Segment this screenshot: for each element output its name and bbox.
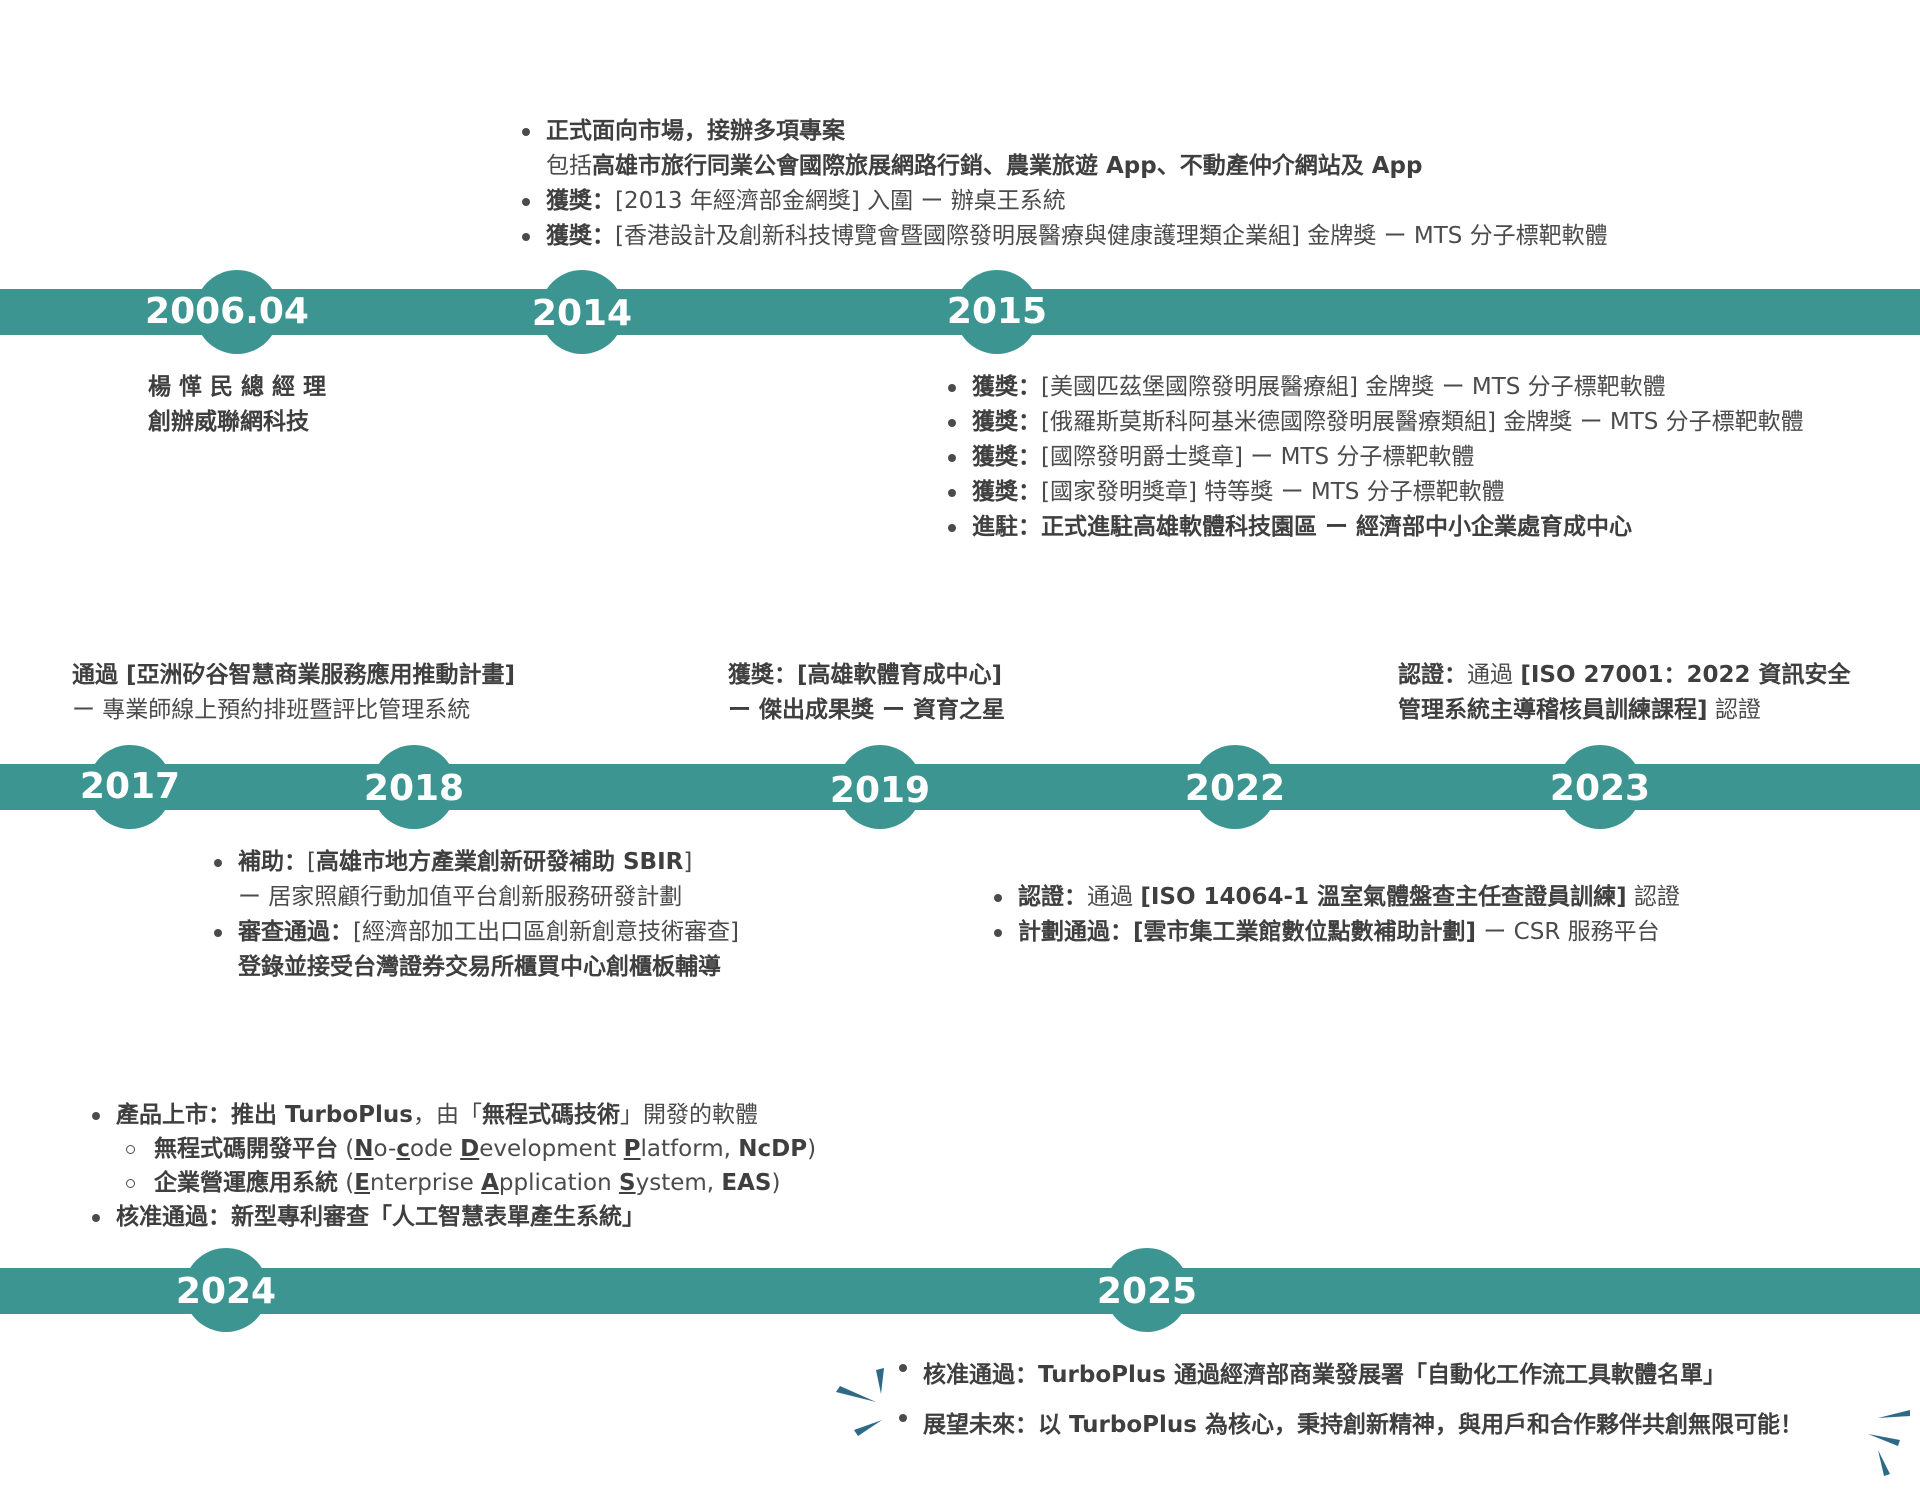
year-label: 2025 xyxy=(1096,1271,1198,1312)
event-2015: 獲獎：[美國匹茲堡國際發明展醫療組] 金牌獎 ー MTS 分子標靶軟體 獲獎：[… xyxy=(942,370,1804,545)
event-item: 正式面向市場，接辦多項專案 包括高雄市旅行同業公會國際旅展網路行銷、農業旅遊 A… xyxy=(516,114,1608,184)
year-label: 2006.04 xyxy=(145,291,309,332)
timeline-node-2019 xyxy=(838,745,922,829)
sparkle-right-icon xyxy=(1868,1410,1910,1476)
event-item: 補助：[高雄市地方產業創新研發補助 SBIR] ー 居家照顧行動加值平台創新服務… xyxy=(208,845,739,915)
event-item: 計劃通過：[雲市集工業館數位點數補助計劃] ー CSR 服務平台 xyxy=(988,915,1680,950)
year-label: 2018 xyxy=(363,768,465,809)
event-item: 核准通過：TurboPlus 通過經濟部商業發展署「自動化工作流工具軟體名單」 xyxy=(893,1350,1803,1400)
event-item: 獲獎：[美國匹茲堡國際發明展醫療組] 金牌獎 ー MTS 分子標靶軟體 xyxy=(942,370,1804,405)
year-label: 2024 xyxy=(175,1271,277,1312)
timeline-node-2025 xyxy=(1105,1248,1189,1332)
event-item: 產品上市：推出 TurboPlus，由「無程式碼技術」開發的軟體 xyxy=(86,1098,816,1132)
event-item: 獲獎：[國家發明獎章] 特等獎 ー MTS 分子標靶軟體 xyxy=(942,475,1804,510)
event-item: 進駐：正式進駐高雄軟體科技園區 ー 經濟部中小企業處育成中心 xyxy=(942,510,1804,545)
event-item: 核准通過：新型專利審查「人工智慧表單產生系統」 xyxy=(86,1200,816,1234)
year-label: 2014 xyxy=(531,293,633,334)
event-item: 獲獎：[俄羅斯莫斯科阿基米德國際發明展醫療類組] 金牌獎 ー MTS 分子標靶軟… xyxy=(942,405,1804,440)
year-label: 2015 xyxy=(946,291,1048,332)
event-2019: 獲獎：[高雄軟體育成中心] ー 傑出成果獎 ー 資育之星 xyxy=(728,662,1006,723)
event-2022: 認證：通過 [ISO 14064-1 溫室氣體盤查主任查證員訓練] 認證 計劃通… xyxy=(988,880,1680,950)
event-2023: 認證：通過 [ISO 27001：2022 資訊安全 管理系統主導稽核員訓練課程… xyxy=(1398,662,1851,723)
timeline-node-2006 xyxy=(195,270,279,354)
timeline-node-2023 xyxy=(1558,745,1642,829)
timeline-node-2017 xyxy=(88,745,172,829)
sparkle-left-icon xyxy=(836,1368,884,1436)
timeline-node-2024 xyxy=(184,1248,268,1332)
event-item: 展望未來：以 TurboPlus 為核心，秉持創新精神，與用戶和合作夥伴共創無限… xyxy=(893,1400,1803,1450)
timeline-node-2014 xyxy=(540,270,624,354)
year-label: 2019 xyxy=(829,770,931,811)
event-2024: 產品上市：推出 TurboPlus，由「無程式碼技術」開發的軟體 無程式碼開發平… xyxy=(86,1098,816,1234)
event-2017: 通過 [亞洲矽谷智慧商業服務應用推動計畫] ー 專業師線上預約排班暨評比管理系統 xyxy=(72,662,516,723)
event-item: 獲獎：[國際發明爵士獎章] ー MTS 分子標靶軟體 xyxy=(942,440,1804,475)
event-item: 獲獎：[2013 年經濟部金網獎] 入圍 ー 辦桌王系統 xyxy=(516,184,1608,219)
event-2025: 核准通過：TurboPlus 通過經濟部商業發展署「自動化工作流工具軟體名單」 … xyxy=(893,1350,1803,1450)
year-label: 2017 xyxy=(79,766,181,807)
timeline-band-3 xyxy=(0,1268,1920,1314)
timeline-node-2018 xyxy=(372,745,456,829)
year-label: 2023 xyxy=(1549,768,1651,809)
event-item: 認證：通過 [ISO 14064-1 溫室氣體盤查主任查證員訓練] 認證 xyxy=(988,880,1680,915)
event-subitem: 無程式碼開發平台 (No-code Development Platform, … xyxy=(86,1132,816,1166)
event-2018: 補助：[高雄市地方產業創新研發補助 SBIR] ー 居家照顧行動加值平台創新服務… xyxy=(208,845,739,985)
event-2014: 正式面向市場，接辦多項專案 包括高雄市旅行同業公會國際旅展網路行銷、農業旅遊 A… xyxy=(516,114,1608,254)
timeline-node-2015 xyxy=(955,270,1039,354)
event-subitem: 企業營運應用系統 (Enterprise Application System,… xyxy=(86,1166,816,1200)
year-label: 2022 xyxy=(1184,768,1286,809)
timeline-node-2022 xyxy=(1193,745,1277,829)
event-2006: 楊 愅 民 總 經 理 創辦威聯網科技 xyxy=(148,374,327,435)
event-item: 審查通過：[經濟部加工出口區創新創意技術審查] 登錄並接受台灣證券交易所櫃買中心… xyxy=(208,915,739,985)
event-item: 獲獎：[香港設計及創新科技博覽會暨國際發明展醫療與健康護理類企業組] 金牌獎 ー… xyxy=(516,219,1608,254)
